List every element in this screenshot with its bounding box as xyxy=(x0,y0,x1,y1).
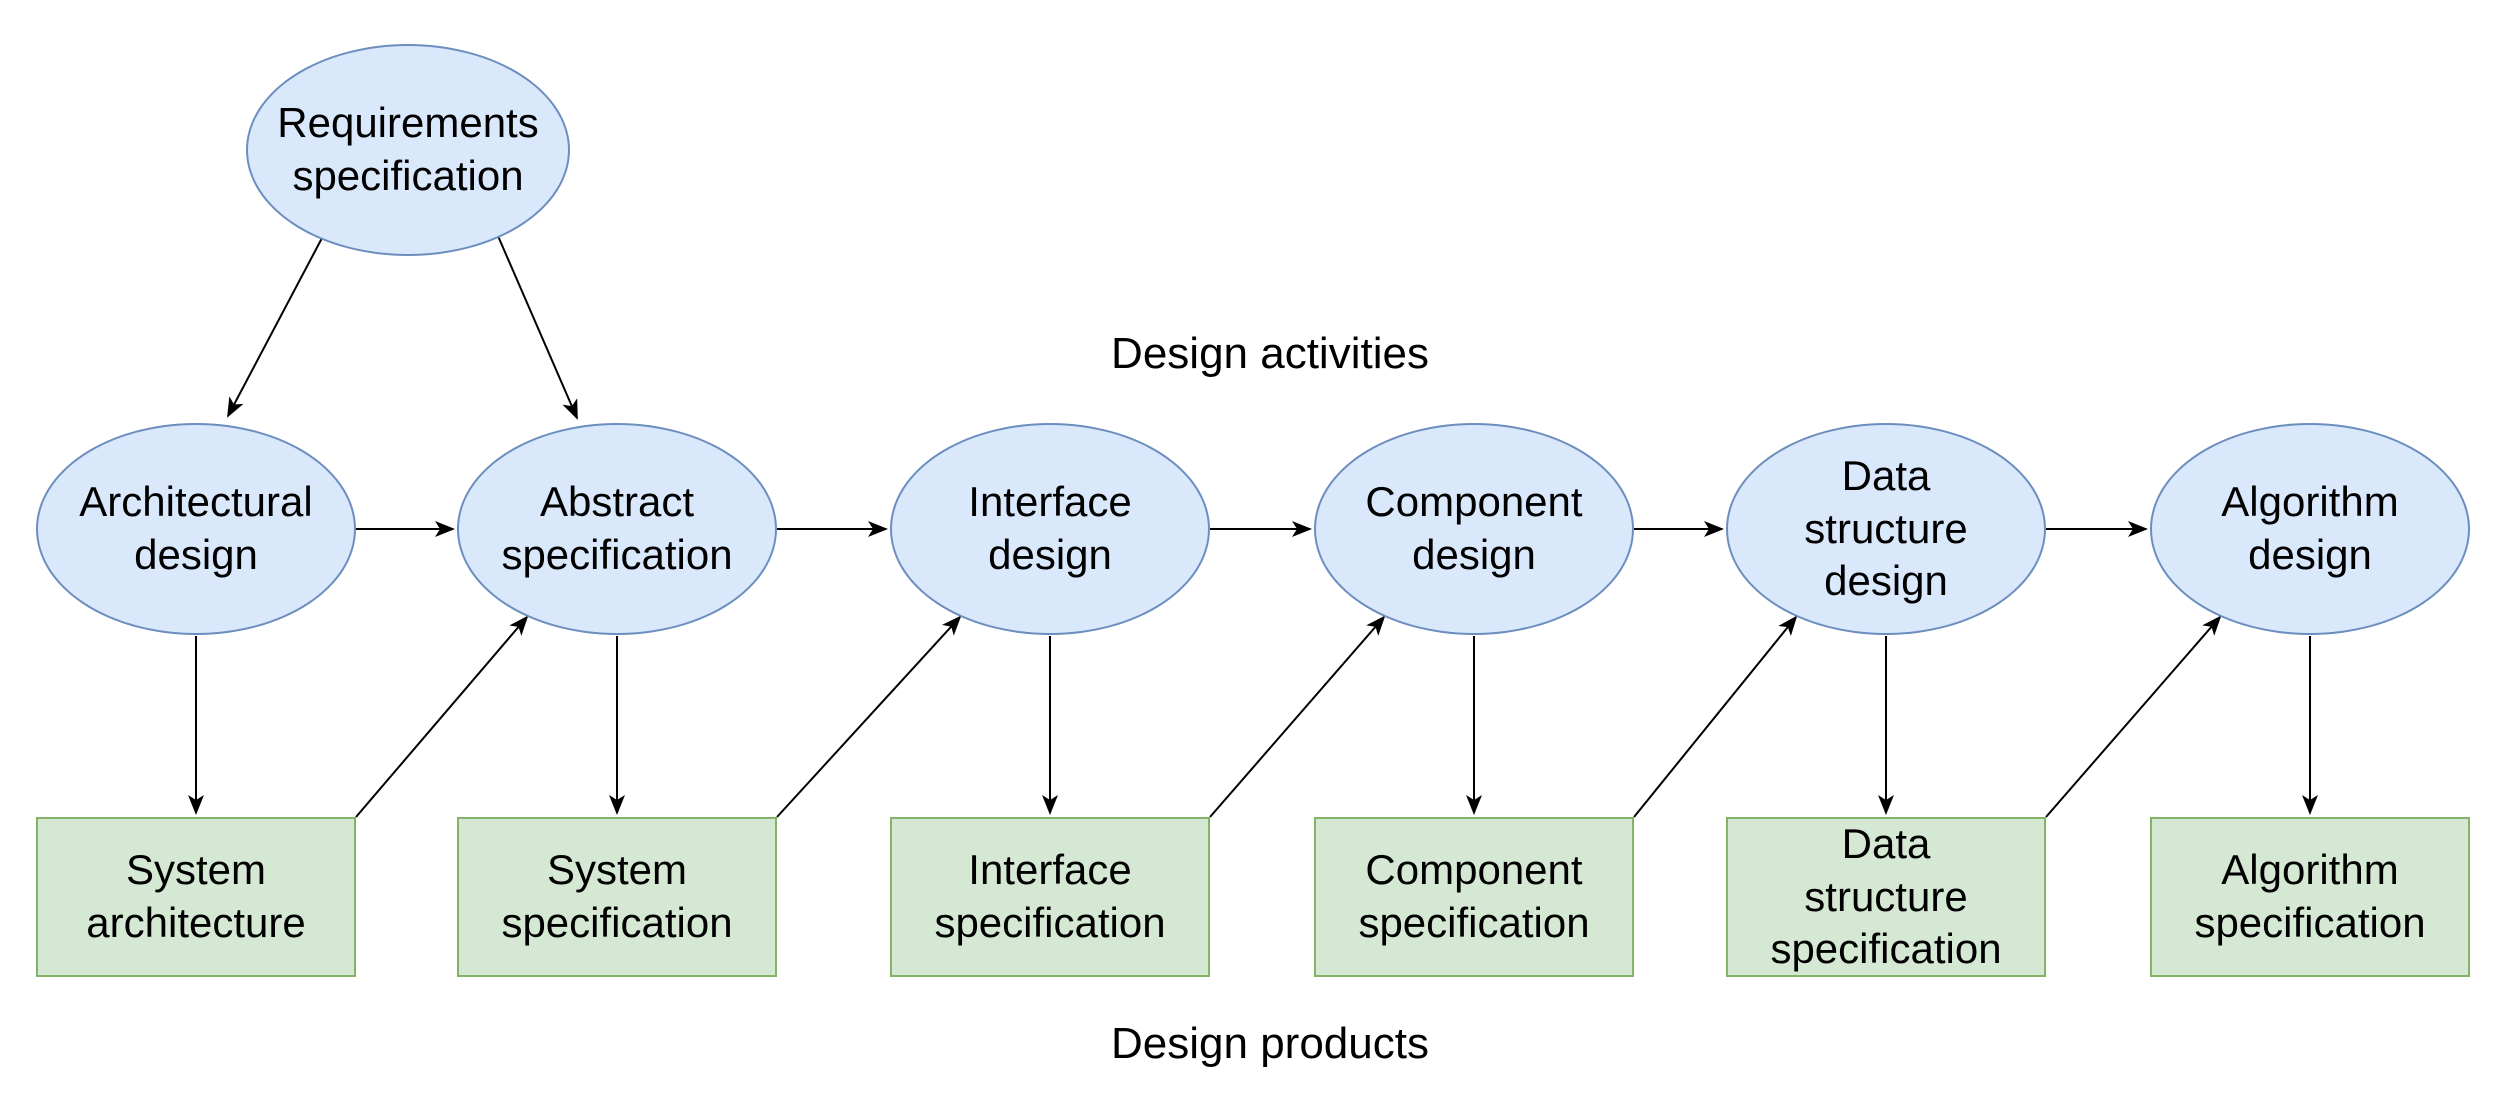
node-label: System architecture xyxy=(86,846,306,946)
activity-node-component-design: Component design xyxy=(1314,423,1634,635)
product-node-system-architecture: System architecture xyxy=(36,817,356,977)
arrow-componentspec-to-datastructure xyxy=(1633,615,1798,818)
arrow-requirements-to-architectural xyxy=(227,237,323,418)
arrow-systemarchitecture-to-abstract xyxy=(355,615,529,818)
node-label: Algorithm design xyxy=(2221,478,2399,578)
node-label: Data structure specification xyxy=(1770,819,2002,973)
node-label: Requirements specification xyxy=(277,99,539,199)
product-node-data-structure-specification: Data structure specification xyxy=(1726,817,2046,977)
activity-node-algorithm-design: Algorithm design xyxy=(2150,423,2470,635)
node-label: Interface design xyxy=(968,478,1132,578)
node-label: Interface specification xyxy=(934,846,1166,946)
product-node-component-specification: Component specification xyxy=(1314,817,1634,977)
arrow-systemspec-to-interface xyxy=(776,615,962,818)
product-node-system-specification: System specification xyxy=(457,817,777,977)
product-node-interface-specification: Interface specification xyxy=(890,817,1210,977)
node-label: Data structure design xyxy=(1804,451,1968,605)
node-label: Algorithm specification xyxy=(2194,846,2426,946)
node-label: Component design xyxy=(1365,478,1583,578)
node-label: Architectural design xyxy=(79,478,313,578)
activity-node-data-structure-design: Data structure design xyxy=(1726,423,2046,635)
arrow-datastructurespec-to-algorithm xyxy=(2045,615,2222,818)
arrow-requirements-to-abstract xyxy=(497,235,578,420)
product-node-algorithm-specification: Algorithm specification xyxy=(2150,817,2470,977)
node-label: System specification xyxy=(501,846,733,946)
activity-node-interface-design: Interface design xyxy=(890,423,1210,635)
activity-node-requirements-specification: Requirements specification xyxy=(246,44,570,256)
node-label: Component specification xyxy=(1358,846,1590,946)
node-label: Abstract specification xyxy=(501,478,733,578)
section-label-design-activities: Design activities xyxy=(1111,329,1429,378)
activity-node-abstract-specification: Abstract specification xyxy=(457,423,777,635)
activity-node-architectural-design: Architectural design xyxy=(36,423,356,635)
arrow-interfacespec-to-component xyxy=(1209,615,1386,818)
section-label-design-products: Design products xyxy=(1111,1019,1429,1068)
